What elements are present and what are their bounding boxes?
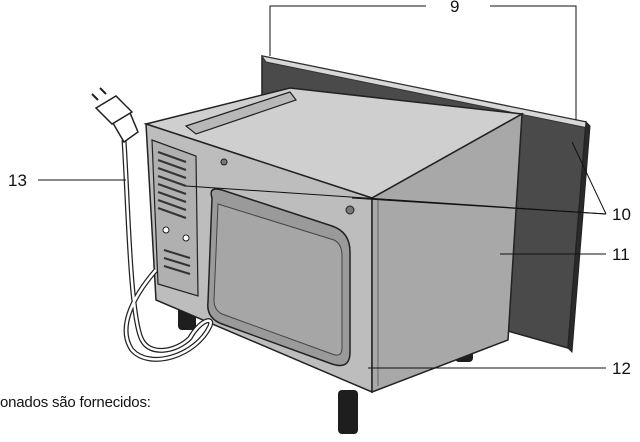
power-plug-icon: [91, 87, 139, 144]
power-cable: [121, 139, 214, 362]
callout-10: 10: [612, 205, 631, 224]
callout-12: 12: [612, 359, 631, 378]
oven-door: [207, 188, 351, 367]
callout-13: 13: [8, 171, 27, 190]
callout-9: 9: [450, 0, 459, 16]
callout-11: 11: [612, 245, 630, 264]
oven-body: [143, 87, 525, 394]
caption-text: onados são fornecidos:: [0, 394, 151, 411]
control-panel: [151, 139, 355, 297]
leader-lines: [38, 5, 607, 369]
front-legs: [338, 390, 358, 434]
